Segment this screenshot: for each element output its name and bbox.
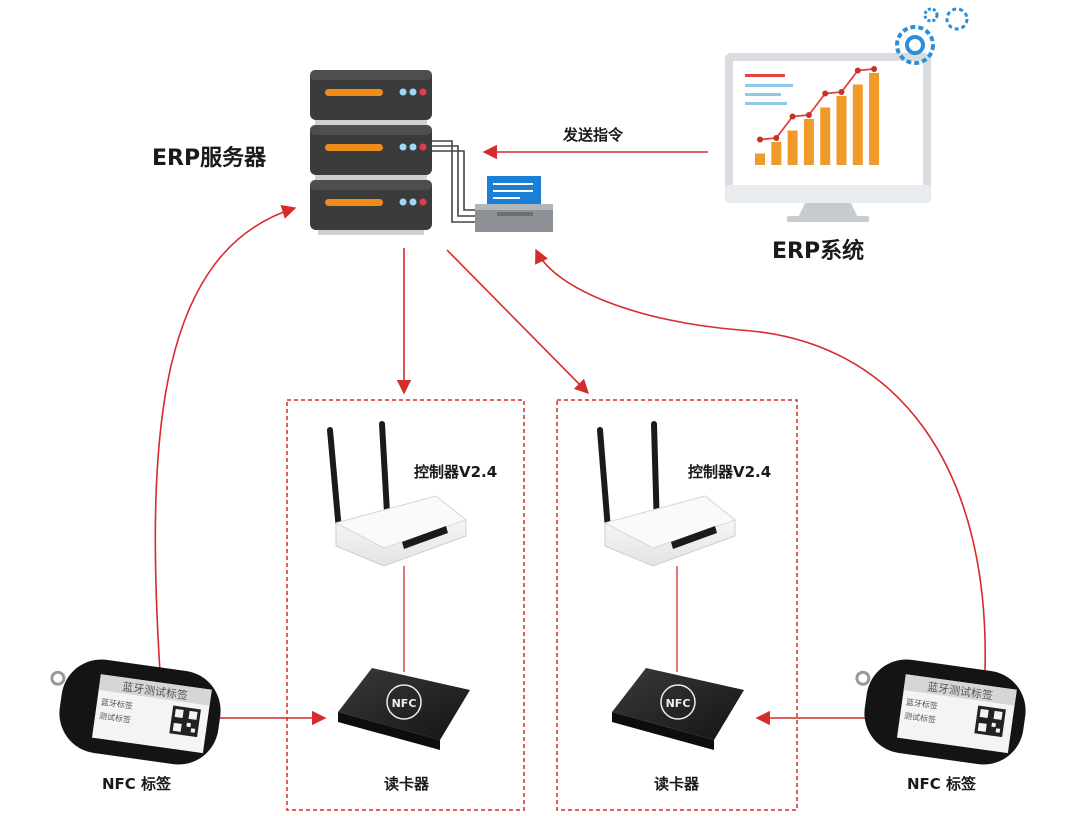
send-command-label: 发送指令 bbox=[563, 126, 624, 144]
router-icon bbox=[597, 421, 737, 567]
chart-trend-polyline bbox=[759, 68, 875, 141]
monitor-icon bbox=[725, 7, 969, 222]
nfc-tag-label-2: NFC 标签 bbox=[907, 775, 977, 793]
card-reader-icon: NFC bbox=[612, 668, 744, 750]
server-label: ERP服务器 bbox=[152, 146, 267, 171]
card-reader-icon: NFC bbox=[338, 668, 470, 750]
chart-bar bbox=[836, 96, 847, 165]
chart-trend-line bbox=[757, 66, 878, 143]
chart-point bbox=[822, 90, 829, 97]
chart-bar bbox=[852, 84, 863, 165]
tag-screen-line2: 测试标签 bbox=[98, 710, 131, 724]
chart-bars bbox=[755, 73, 880, 165]
reader-logo: NFC bbox=[392, 697, 417, 710]
chart-point bbox=[838, 89, 845, 95]
chart-point bbox=[854, 67, 861, 74]
printer-icon bbox=[475, 176, 553, 232]
arrows bbox=[154, 144, 986, 726]
tag-screen-line1: 蓝牙标签 bbox=[100, 697, 133, 711]
nfc-tag-label-1: NFC 标签 bbox=[102, 775, 172, 793]
chart-point bbox=[805, 112, 812, 118]
chart-point bbox=[871, 66, 878, 72]
router-icon bbox=[327, 421, 468, 567]
nfc-tag-icon: 蓝牙测试标签 蓝牙标签 测试标签 bbox=[855, 659, 1026, 765]
chart-bar bbox=[820, 107, 831, 165]
gear-icon bbox=[895, 7, 969, 65]
nfc-tag-icon: 蓝牙测试标签 蓝牙标签 测试标签 bbox=[50, 659, 221, 765]
reader-logo: NFC bbox=[666, 697, 691, 710]
qr-code-icon bbox=[169, 705, 201, 738]
chart-bar bbox=[803, 119, 814, 165]
controller-group-box-2 bbox=[556, 399, 798, 811]
server-cables bbox=[432, 140, 475, 223]
chart-point bbox=[789, 113, 796, 120]
arrow-server-to-controller-2 bbox=[446, 249, 590, 395]
chart-point bbox=[757, 136, 763, 143]
arrow-tag1-to-server bbox=[154, 204, 297, 673]
tag-screen-line2: 测试标签 bbox=[903, 710, 936, 724]
qr-code-icon bbox=[974, 705, 1006, 738]
server-icon bbox=[310, 70, 432, 235]
reader-label-1: 读卡器 bbox=[384, 775, 430, 793]
controller-label-1: 控制器V2.4 bbox=[414, 463, 498, 481]
arrow-tag2-to-printer bbox=[535, 248, 986, 671]
reader-label-2: 读卡器 bbox=[654, 775, 700, 793]
erp-system-label: ERP系统 bbox=[772, 239, 865, 264]
chart-point bbox=[773, 135, 780, 141]
controller-group-box-1 bbox=[286, 399, 525, 811]
tag-screen-line1: 蓝牙标签 bbox=[905, 697, 938, 711]
controller-label-2: 控制器V2.4 bbox=[688, 463, 772, 481]
chart-bar bbox=[787, 130, 798, 165]
chart-bar bbox=[869, 73, 880, 165]
chart-bar bbox=[755, 153, 765, 165]
chart-bar bbox=[771, 142, 782, 165]
